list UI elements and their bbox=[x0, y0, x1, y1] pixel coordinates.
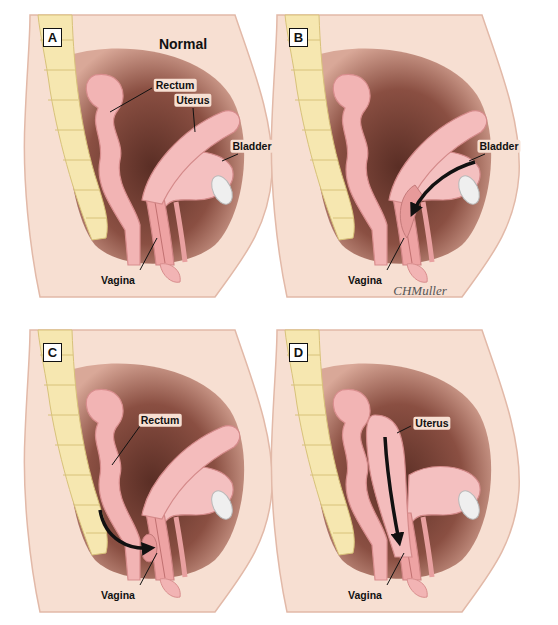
organ-label: Vagina bbox=[346, 589, 384, 602]
organ-label: Rectum bbox=[154, 79, 197, 92]
prolapsed-uterus bbox=[367, 415, 412, 557]
organ-label: Vagina bbox=[346, 274, 384, 287]
direction-arrow bbox=[413, 162, 475, 212]
leader-lines bbox=[387, 154, 485, 270]
panel-letter: B bbox=[294, 31, 303, 44]
pelvis-drawing bbox=[24, 15, 272, 297]
leader-lines bbox=[387, 426, 411, 585]
organ-label: Vagina bbox=[99, 274, 137, 287]
panel-letter: D bbox=[294, 346, 303, 359]
bladder-bulge bbox=[400, 185, 423, 238]
organ-label: Bladder bbox=[477, 140, 520, 153]
panel-title: Normal bbox=[157, 36, 209, 53]
organ-label: Uterus bbox=[174, 94, 211, 107]
pelvis-drawing bbox=[24, 330, 272, 612]
panel-cystocele bbox=[271, 15, 519, 297]
artist-signature: CHMuller bbox=[391, 283, 448, 299]
pelvis-drawing bbox=[271, 330, 519, 612]
panel-letter-box: A bbox=[43, 28, 62, 47]
organ-label: Bladder bbox=[230, 140, 273, 153]
panel-normal bbox=[24, 15, 272, 297]
panel-letter-box: D bbox=[289, 343, 308, 362]
leader-lines bbox=[110, 88, 238, 270]
panel-letter-box: C bbox=[43, 343, 62, 362]
uterus-drawing bbox=[142, 111, 240, 204]
organ-label: Uterus bbox=[413, 417, 450, 430]
panel-rectocele bbox=[24, 330, 272, 612]
uterus-drawing bbox=[142, 426, 240, 519]
panel-letter-box: B bbox=[289, 28, 308, 47]
panel-letter: C bbox=[48, 346, 57, 359]
panel-uterine-prolapse bbox=[271, 330, 519, 612]
organ-label: Rectum bbox=[139, 414, 182, 427]
organ-label: Vagina bbox=[99, 589, 137, 602]
direction-arrow bbox=[100, 510, 150, 548]
pelvis-drawing bbox=[271, 15, 519, 297]
direction-arrow bbox=[385, 437, 399, 541]
panel-letter: A bbox=[48, 31, 57, 44]
uterus-drawing bbox=[389, 111, 487, 204]
leader-lines bbox=[112, 426, 157, 585]
